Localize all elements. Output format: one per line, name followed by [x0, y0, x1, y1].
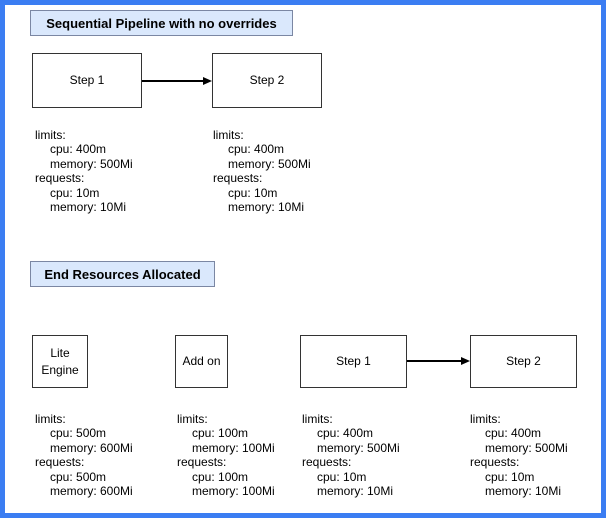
node-end-step2: Step 2 [470, 335, 577, 388]
resource-line: requests: [177, 455, 227, 470]
resource-line: cpu: 500m [50, 469, 107, 484]
resources-end-step2: limits: cpu: 400m memory: 500Mi requests… [470, 412, 568, 498]
node-add-on-label: Add on [182, 354, 221, 368]
resource-line: cpu: 400m [50, 142, 107, 157]
resources-end-step1: limits: cpu: 400m memory: 500Mi requests… [302, 412, 400, 498]
arrow-line [407, 360, 461, 362]
resource-line: memory: 500Mi [485, 440, 568, 455]
resources-lite-engine: limits: cpu: 500m memory: 600Mi requests… [35, 412, 133, 498]
node-lite-engine-label-line1: Lite [50, 345, 70, 360]
node-add-on: Add on [175, 335, 228, 388]
resource-line: requests: [213, 171, 263, 186]
arrow-pipeline-step1-to-step2 [142, 76, 212, 86]
node-pipeline-step1: Step 1 [32, 53, 142, 108]
node-pipeline-step1-label: Step 1 [69, 73, 105, 87]
resource-line: requests: [35, 171, 85, 186]
resource-line: cpu: 10m [50, 185, 100, 200]
arrow-head-icon [203, 77, 212, 85]
section-title-end-resources: End Resources Allocated [30, 261, 215, 287]
resource-line: cpu: 500m [50, 426, 107, 441]
resource-line: memory: 10Mi [485, 484, 562, 499]
resource-line: cpu: 100m [192, 426, 249, 441]
resource-line: memory: 100Mi [192, 440, 275, 455]
resource-line: memory: 10Mi [228, 200, 305, 215]
arrow-line [142, 80, 203, 82]
resource-line: requests: [302, 455, 352, 470]
resources-add-on: limits: cpu: 100m memory: 100Mi requests… [177, 412, 275, 498]
resource-line: limits: [177, 412, 208, 426]
resource-line: requests: [470, 455, 520, 470]
resource-line: cpu: 400m [485, 426, 542, 441]
resource-line: limits: [35, 128, 66, 142]
resource-line: memory: 600Mi [50, 484, 133, 499]
node-end-step2-label: Step 2 [506, 354, 541, 368]
resource-line: cpu: 10m [317, 469, 367, 484]
node-pipeline-step2-label: Step 2 [249, 73, 285, 87]
resource-line: limits: [302, 412, 333, 426]
node-lite-engine-label-line2: Engine [41, 362, 79, 377]
node-end-step1-label: Step 1 [336, 354, 371, 368]
resource-line: memory: 100Mi [192, 484, 275, 499]
node-lite-engine: Lite Engine [32, 335, 88, 388]
resource-line: cpu: 400m [228, 142, 285, 157]
resource-line: limits: [470, 412, 501, 426]
resource-line: cpu: 10m [228, 185, 278, 200]
resource-line: cpu: 100m [192, 469, 249, 484]
resource-line: memory: 500Mi [228, 156, 311, 171]
resource-line: limits: [213, 128, 244, 142]
section-title-sequential-pipeline: Sequential Pipeline with no overrides [30, 10, 293, 36]
resource-line: memory: 500Mi [50, 156, 133, 171]
arrow-head-icon [461, 357, 470, 365]
resource-line: cpu: 400m [317, 426, 374, 441]
resource-line: memory: 600Mi [50, 440, 133, 455]
resources-pipeline-step2: limits: cpu: 400m memory: 500Mi requests… [213, 128, 311, 214]
resource-line: cpu: 10m [485, 469, 535, 484]
resource-line: limits: [35, 412, 66, 426]
resource-line: memory: 500Mi [317, 440, 400, 455]
resource-line: requests: [35, 455, 85, 470]
node-pipeline-step2: Step 2 [212, 53, 322, 108]
resources-pipeline-step1: limits: cpu: 400m memory: 500Mi requests… [35, 128, 133, 214]
resource-line: memory: 10Mi [50, 200, 127, 215]
arrow-end-step1-to-step2 [407, 356, 470, 366]
node-end-step1: Step 1 [300, 335, 407, 388]
resource-line: memory: 10Mi [317, 484, 394, 499]
